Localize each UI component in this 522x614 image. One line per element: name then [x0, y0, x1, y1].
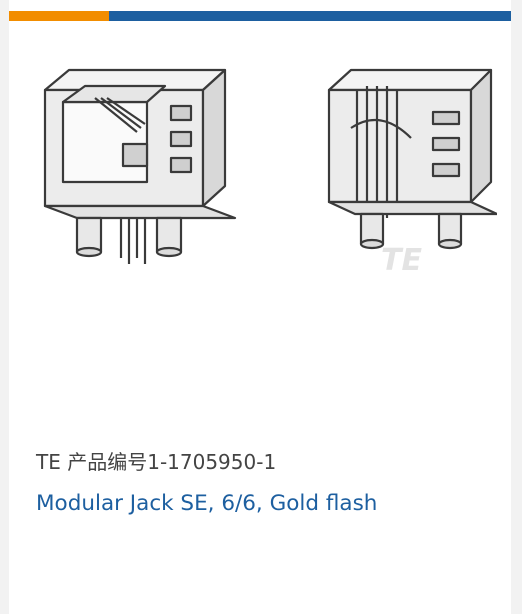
- product-card[interactable]: TE TE 产品编号1-1705950-1 Modular Jack SE, 6…: [9, 0, 511, 614]
- accent-bar: [9, 11, 109, 21]
- te-watermark-logo: TE: [381, 243, 422, 278]
- part-number-label: TE 产品编号: [36, 450, 148, 474]
- modular-jack-cutaway-view-image[interactable]: TE: [321, 68, 497, 278]
- product-title-link[interactable]: Modular Jack SE, 6/6, Gold flash: [36, 491, 378, 516]
- card-top-bar: [9, 11, 511, 21]
- part-number-value: 1-1705950-1: [147, 450, 277, 474]
- modular-jack-front-view-image[interactable]: [25, 68, 255, 268]
- product-images[interactable]: TE: [9, 60, 511, 290]
- brand-bar: [109, 11, 511, 21]
- part-number: TE 产品编号1-1705950-1: [36, 446, 276, 475]
